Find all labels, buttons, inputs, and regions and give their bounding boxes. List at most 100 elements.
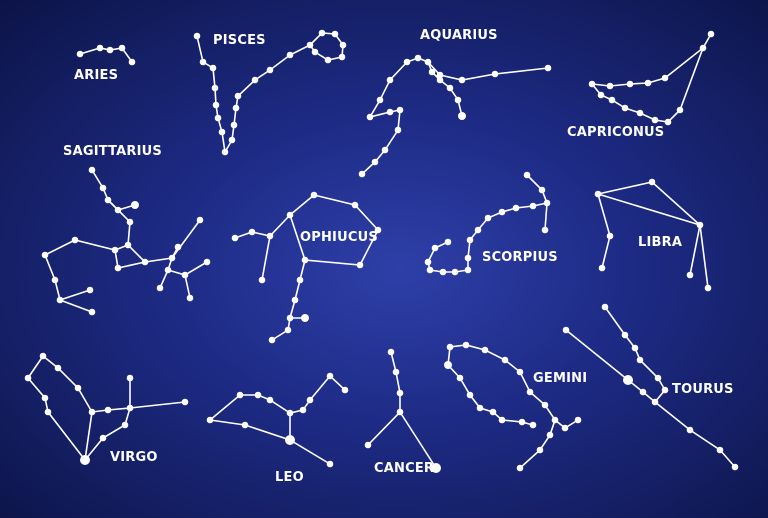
star — [126, 374, 134, 382]
star — [228, 136, 236, 144]
star — [339, 41, 347, 49]
star — [286, 409, 294, 417]
star — [538, 186, 546, 194]
star — [436, 71, 444, 79]
star — [168, 254, 176, 262]
star — [451, 268, 459, 276]
star — [516, 368, 524, 376]
star — [696, 221, 704, 229]
star — [326, 372, 334, 380]
constellation-line — [590, 33, 712, 123]
star — [258, 276, 266, 284]
constellation-line — [288, 259, 306, 319]
constellation-sagittarius: SAGITTARIUS — [41, 144, 211, 316]
star — [626, 80, 634, 88]
star — [104, 196, 112, 204]
star — [374, 226, 382, 234]
constellation-label: VIRGO — [110, 450, 158, 465]
star — [664, 118, 672, 126]
star — [654, 374, 662, 382]
star — [424, 58, 432, 66]
star — [436, 76, 444, 84]
star — [76, 50, 84, 58]
star — [636, 109, 644, 117]
star — [118, 44, 126, 52]
constellation-line — [597, 181, 701, 276]
star — [621, 331, 629, 339]
star — [523, 171, 531, 179]
star — [88, 308, 96, 316]
constellation-line — [107, 199, 201, 263]
star — [114, 264, 122, 272]
star — [396, 389, 404, 397]
star — [286, 51, 294, 59]
star — [80, 455, 90, 465]
constellation-label: SAGITTARIUS — [63, 144, 162, 159]
star — [716, 446, 724, 454]
constellation-label: ARIES — [74, 68, 118, 83]
star — [88, 408, 96, 416]
star — [99, 434, 107, 442]
constellation-label: LIBRA — [638, 235, 682, 250]
constellation-pisces: PISCES — [193, 29, 347, 156]
constellation-line — [604, 306, 666, 403]
star — [644, 79, 652, 87]
star — [306, 41, 314, 49]
constellation-line — [234, 214, 291, 239]
star — [606, 232, 614, 240]
star — [444, 361, 452, 369]
star — [124, 241, 132, 249]
star — [639, 388, 647, 396]
star — [631, 344, 639, 352]
star — [331, 30, 339, 38]
star — [266, 232, 274, 240]
star — [366, 113, 374, 121]
star — [498, 416, 506, 424]
constellation-line — [84, 407, 131, 461]
star — [381, 146, 389, 154]
star — [651, 398, 659, 406]
constellation-line — [367, 351, 401, 446]
star — [431, 244, 439, 252]
star — [209, 64, 217, 72]
star — [466, 236, 474, 244]
star — [608, 96, 616, 104]
star — [466, 391, 474, 399]
star — [71, 236, 79, 244]
star — [512, 204, 520, 212]
constellation-line — [427, 61, 549, 81]
star — [699, 44, 707, 52]
star — [386, 76, 394, 84]
star — [606, 82, 614, 90]
star — [371, 158, 379, 166]
star — [338, 53, 346, 61]
star — [536, 446, 544, 454]
star — [231, 234, 239, 242]
star — [526, 388, 534, 396]
star — [126, 404, 134, 412]
star — [358, 170, 366, 178]
star — [324, 56, 332, 64]
star — [341, 386, 349, 394]
star — [44, 408, 52, 416]
star — [196, 216, 204, 224]
star — [364, 441, 372, 449]
star — [489, 408, 497, 416]
star — [174, 243, 182, 251]
star — [444, 238, 452, 246]
star — [518, 418, 526, 426]
constellation-line — [184, 274, 191, 299]
star — [254, 391, 262, 399]
star — [424, 258, 432, 266]
star — [214, 114, 222, 122]
star — [676, 106, 684, 114]
star — [394, 126, 402, 134]
star — [686, 426, 694, 434]
star — [501, 356, 509, 364]
star — [356, 261, 364, 269]
star — [230, 121, 238, 129]
star — [311, 48, 319, 56]
star — [588, 80, 596, 88]
star — [266, 396, 274, 404]
star — [707, 30, 715, 38]
